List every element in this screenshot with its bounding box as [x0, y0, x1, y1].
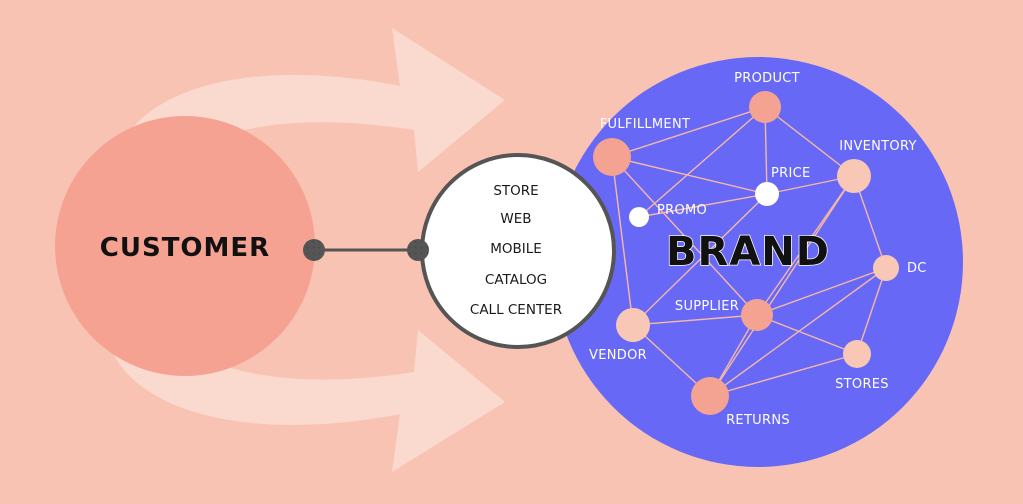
customer-node: CUSTOMER: [55, 116, 315, 376]
channel-web: WEB: [500, 211, 531, 227]
node-inventory-label: INVENTORY: [839, 139, 916, 154]
node-product-circle: [749, 91, 781, 123]
edge-dc-returns: [709, 267, 887, 397]
node-inventory: INVENTORY: [837, 139, 916, 193]
edge-fulfillment-vendor: [611, 156, 634, 326]
node-price-label: PRICE: [771, 166, 811, 181]
channels-circle: STORE WEB MOBILE CATALOG CALL CENTER: [420, 153, 616, 349]
node-vendor-label: VENDOR: [589, 348, 647, 363]
node-fulfillment-circle: [593, 138, 631, 176]
node-stores-circle: [843, 340, 871, 368]
channel-call-center: CALL CENTER: [470, 302, 562, 318]
node-supplier-label: SUPPLIER: [675, 299, 739, 314]
edge-fulfillment-supplier: [611, 156, 758, 316]
node-stores: STORES: [835, 340, 889, 392]
edge-product-inventory: [764, 106, 855, 177]
node-promo: PROMO: [629, 203, 707, 227]
channel-mobile: MOBILE: [490, 241, 542, 257]
brand-label: BRAND: [666, 229, 830, 275]
edge-price-vendor: [632, 193, 768, 326]
edge-inventory-supplier: [756, 175, 855, 316]
node-dc-circle: [873, 255, 899, 281]
network-nodes: PRODUCT FULFILLMENT PRICE INVENTORY PROMO DC S…: [589, 71, 927, 428]
node-vendor: VENDOR: [589, 308, 650, 363]
edge-supplier-stores: [756, 314, 858, 355]
connector-dot-right-group: [407, 239, 429, 261]
node-supplier-circle: [741, 299, 773, 331]
network-edges: [611, 106, 887, 397]
brand-network: BRAND PRODUCTFULFILLMENTPRICEINVENTORYPR…: [553, 57, 963, 467]
node-dc-label: DC: [907, 261, 927, 276]
edge-returns-stores: [709, 353, 858, 397]
node-fulfillment-label: FULFILLMENT: [600, 117, 690, 132]
node-product-label: PRODUCT: [734, 71, 800, 86]
node-inventory-circle: [837, 159, 871, 193]
node-price: PRICE: [755, 166, 811, 206]
node-promo-label: PROMO: [657, 203, 707, 218]
node-product: PRODUCT: [734, 71, 800, 123]
node-returns-label: RETURNS: [726, 413, 790, 428]
customer-channel-connector: [303, 239, 418, 261]
customer-label: CUSTOMER: [100, 233, 270, 263]
node-stores-label: STORES: [835, 377, 889, 392]
channel-catalog: CATALOG: [485, 272, 547, 288]
node-price-circle: [755, 182, 779, 206]
edge-fulfillment-price: [611, 156, 768, 195]
edge-product-promo: [638, 106, 766, 218]
node-dc: DC: [873, 255, 927, 281]
channel-store: STORE: [493, 183, 538, 199]
node-fulfillment: FULFILLMENT: [593, 117, 690, 176]
node-returns-circle: [691, 377, 729, 415]
node-supplier: SUPPLIER: [675, 299, 773, 331]
edge-supplier-dc: [756, 267, 887, 316]
edge-vendor-supplier: [632, 314, 758, 326]
node-promo-circle: [629, 207, 649, 227]
edge-inventory-returns: [709, 175, 855, 397]
node-returns: RETURNS: [691, 377, 790, 428]
edge-promo-price: [638, 193, 768, 218]
node-vendor-circle: [616, 308, 650, 342]
edge-product-fulfillment: [611, 106, 766, 158]
edge-dc-stores: [856, 267, 887, 355]
